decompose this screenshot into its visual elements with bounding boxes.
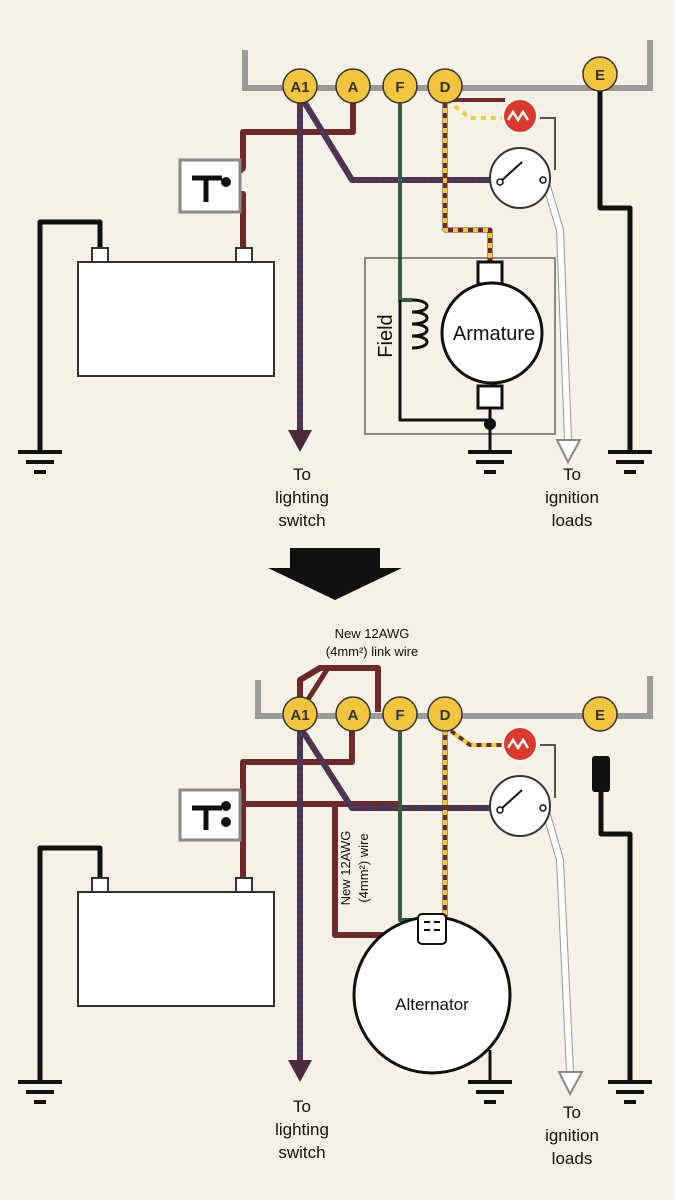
ignition-label-line1: To [563, 1103, 581, 1122]
lighting-label-line1: To [293, 1097, 311, 1116]
battery-to-a-wire [229, 88, 356, 260]
ground-symbol [468, 1080, 512, 1104]
e-disconnected-terminal [592, 756, 610, 792]
battery [77, 261, 275, 377]
field-label: Field [375, 314, 397, 357]
svg-text:A1: A1 [290, 707, 309, 724]
bottom-diagram: Alternator A1 A F [18, 626, 653, 1168]
terminal-a1: A1 [282, 68, 318, 104]
svg-text:D: D [440, 79, 451, 96]
alternator-label: Alternator [395, 995, 469, 1014]
terminal-d: D [427, 696, 463, 732]
terminal-e: E [582, 56, 618, 92]
transition-arrow [268, 568, 402, 600]
svg-text:E: E [595, 707, 605, 724]
new-wire-label-line1: New 12AWG [338, 831, 353, 906]
terminal-f: F [382, 68, 418, 104]
d-to-armature-wire [443, 88, 492, 262]
ignition-arrow-bottom [557, 1071, 584, 1097]
e-ground-wire [598, 792, 633, 1082]
ignition-loads-wire [542, 807, 573, 1073]
terminal-a: A [335, 696, 371, 732]
lighting-arrow-top [288, 430, 312, 452]
terminal-a: A [335, 68, 371, 104]
e-ground-wire [597, 90, 633, 452]
ground-symbol [18, 1080, 62, 1104]
ignition-loads-wire [542, 179, 571, 441]
ground-symbol [468, 450, 512, 474]
ignition-label-line2: ignition [545, 488, 599, 507]
svg-text:F: F [395, 707, 404, 724]
top-diagram: Field Armature A1 A [18, 40, 653, 530]
link-wire-label-line2: (4mm²) link wire [326, 644, 418, 659]
terminal-f: F [382, 696, 418, 732]
terminal-d: D [427, 68, 463, 104]
f-to-alternator-wire [398, 720, 425, 922]
svg-text:A: A [348, 79, 359, 96]
svg-text:A: A [348, 707, 359, 724]
alternator-connector [417, 913, 447, 945]
armature [440, 281, 544, 385]
lighting-label-line2: lighting [275, 488, 329, 507]
ignition-label-line3: loads [552, 511, 593, 530]
armature-label: Armature [453, 323, 535, 345]
dynamo-enclosure [364, 257, 556, 435]
ignition-label-line1: To [563, 465, 581, 484]
ignition-label-line2: ignition [545, 1126, 599, 1145]
f-to-field-wire [398, 88, 412, 302]
lighting-label-line1: To [293, 465, 311, 484]
ignition-arrow-top [555, 439, 582, 465]
d-to-lamp-wire [445, 726, 505, 747]
ground-symbol [608, 450, 652, 474]
svg-text:D: D [440, 707, 451, 724]
link-wire [297, 665, 381, 712]
lighting-label-line3: switch [278, 511, 325, 530]
ignition-label-line3: loads [552, 1149, 593, 1168]
battery-ground-wire [37, 219, 103, 452]
battery [77, 891, 275, 1007]
link-wire-label-line1: New 12AWG [335, 626, 410, 641]
lighting-arrow-bottom [288, 1060, 312, 1082]
lighting-label-line2: lighting [275, 1120, 329, 1139]
d-to-lamp-wire [445, 98, 505, 120]
cutout-symbol [178, 158, 242, 214]
cutout-symbol [178, 788, 242, 842]
terminal-a1: A1 [282, 696, 318, 732]
field-coil [411, 298, 429, 350]
ground-symbol [18, 450, 62, 474]
new-wire-label-line2: (4mm²) wire [356, 833, 371, 902]
ignition-switch [489, 775, 551, 837]
svg-text:A1: A1 [290, 79, 309, 96]
svg-text:F: F [395, 79, 404, 96]
ground-symbol [608, 1080, 652, 1104]
svg-text:E: E [595, 67, 605, 84]
ignition-switch [489, 147, 551, 209]
battery-ground-wire [37, 845, 103, 1082]
terminal-e: E [582, 696, 618, 732]
lighting-label-line3: switch [278, 1143, 325, 1162]
